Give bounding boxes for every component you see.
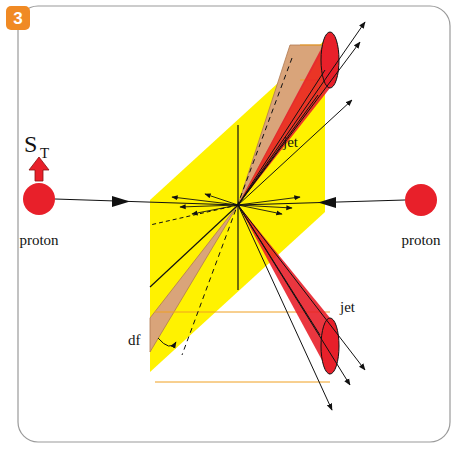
proton-circle bbox=[405, 184, 437, 216]
angle-arc bbox=[158, 338, 176, 346]
spin-symbol: S bbox=[24, 132, 37, 156]
angle-label: df bbox=[128, 333, 141, 348]
event-plane bbox=[150, 40, 325, 372]
dashed-axis bbox=[150, 205, 238, 225]
beam-arrowhead bbox=[112, 196, 130, 207]
callout-number: 3 bbox=[13, 10, 22, 27]
jet-ellipse bbox=[321, 318, 339, 374]
proton-circle bbox=[23, 183, 55, 215]
angle-wedge bbox=[150, 205, 238, 352]
plane-line bbox=[150, 205, 238, 287]
spin-subscript: T bbox=[40, 146, 49, 161]
jet-tracks bbox=[238, 22, 365, 410]
particle-label: proton bbox=[19, 233, 58, 248]
frame bbox=[18, 6, 450, 442]
beam-arrowhead bbox=[318, 197, 336, 208]
particle-label: proton bbox=[401, 233, 440, 248]
vertical-axis bbox=[237, 125, 238, 290]
jet-label: jet bbox=[283, 135, 298, 150]
jet-cone bbox=[238, 32, 330, 205]
jet-label: jet bbox=[340, 300, 355, 315]
callout-badge bbox=[6, 6, 30, 30]
beam-line bbox=[55, 199, 238, 205]
jet-ellipse bbox=[321, 32, 339, 88]
jet-cone bbox=[238, 205, 330, 375]
